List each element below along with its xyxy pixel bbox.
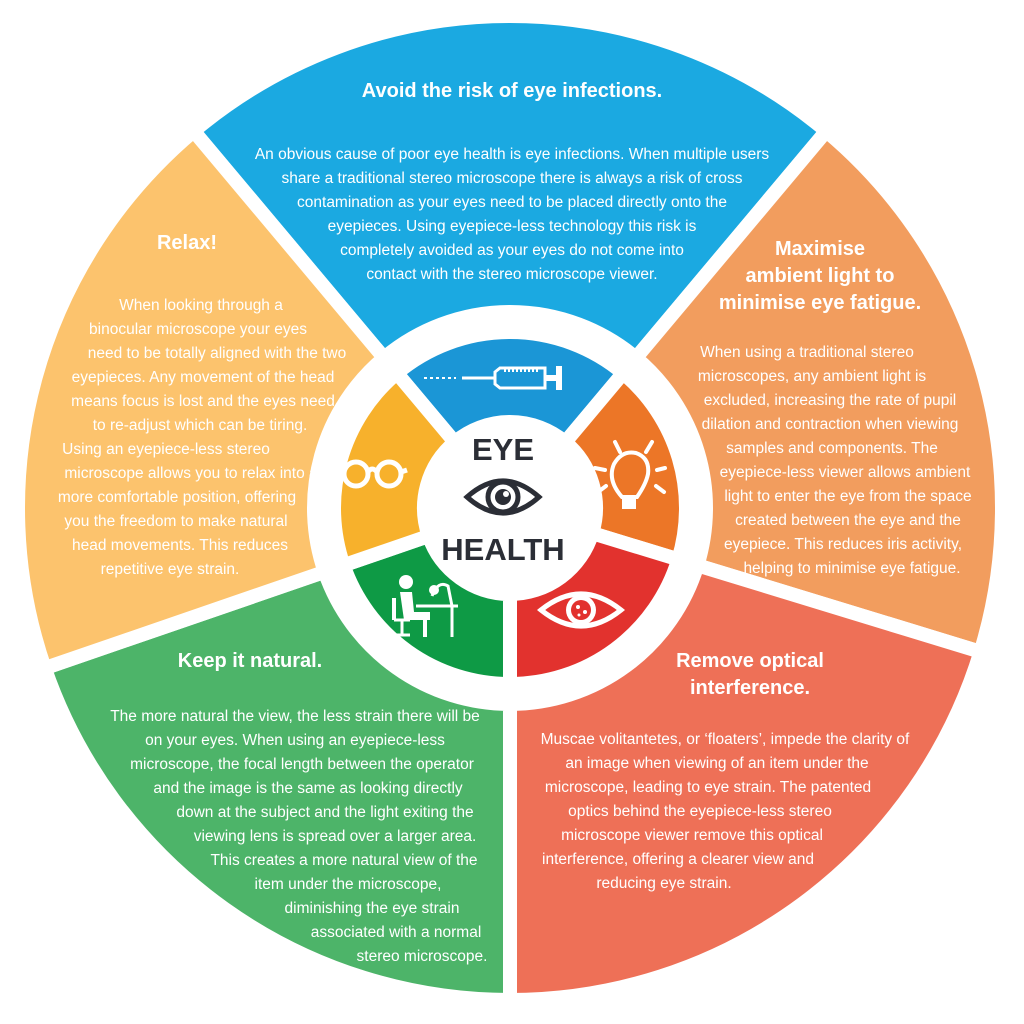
orange-segment-body-line: microscopes, any ambient light is	[697, 368, 927, 385]
red-segment-body-line: microscope, leading to eye strain. The p…	[544, 779, 872, 796]
orange-segment-body-line: helping to minimise eye fatigue.	[743, 560, 961, 577]
eye-icon	[463, 478, 543, 516]
yellow-segment-title: Relax!	[156, 232, 218, 254]
green-segment-body-line: on your eyes. When using an eyepiece-les…	[145, 732, 445, 749]
green-segment-body-line: microscope, the focal length between the…	[130, 756, 474, 773]
blue-segment-body-line: An obvious cause of poor eye health is e…	[254, 146, 770, 163]
lightbulb-icon	[593, 440, 667, 509]
person-at-microscope-icon	[392, 575, 458, 637]
orange-outer-segment	[626, 121, 1009, 661]
red-segment-body-line: microscope viewer remove this optical	[561, 827, 823, 844]
red-segment-body-line: Muscae volitantetes, or ‘floaters’, impe…	[540, 731, 910, 748]
green-segment-body-line: associated with a normal	[310, 924, 482, 941]
orange-segment-title: Maximise	[774, 238, 866, 260]
yellow-segment-body-line: When looking through a	[119, 297, 283, 314]
orange-segment-body-line: eyepiece. This reduces iris activity,	[723, 536, 963, 553]
green-segment-body-line: diminishing the eye strain	[284, 900, 460, 917]
orange-segment-title: ambient light to	[745, 265, 895, 287]
red-segment-title: interference.	[689, 677, 811, 699]
yellow-segment-body-line: you the freedom to make natural	[64, 513, 288, 530]
green-inner-segment	[334, 527, 517, 692]
blue-segment-body-line: contact with the stereo microscope viewe…	[366, 266, 658, 283]
blue-segment-body-line: share a traditional stereo microscope th…	[281, 170, 743, 187]
yellow-segment-body-line: eyepieces. Any movement of the head	[71, 369, 335, 386]
orange-segment-title: minimise eye fatigue.	[718, 292, 922, 314]
blue-outer-segment	[183, 9, 837, 368]
yellow-segment-body-line: head movements. This reduces	[72, 537, 288, 554]
yellow-segment-body-line: microscope allows you to relax into a	[64, 465, 318, 482]
yellow-segment-body-line: Using an eyepiece-less stereo	[62, 441, 270, 458]
yellow-segment-body-line: to re-adjust which can be tiring.	[92, 417, 308, 434]
green-segment-body-line: This creates a more natural view of the	[210, 852, 478, 869]
glasses-icon	[337, 459, 408, 489]
orange-segment-body-line: light to enter the eye from the space	[724, 488, 972, 505]
center-title-health: HEALTH	[441, 532, 565, 567]
red-segment-body-line: optics behind the eyepiece-less stereo	[568, 803, 832, 820]
orange-segment-body-line: created between the eye and the	[735, 512, 961, 529]
red-segment-title: Remove optical	[676, 650, 824, 672]
yellow-segment-body-line: more comfortable position, offering	[57, 489, 297, 506]
yellow-segment-body-line: repetitive eye strain.	[100, 561, 240, 578]
green-segment-body-line: down at the subject and the light exitin…	[176, 804, 474, 821]
syringe-icon	[424, 366, 562, 390]
red-segment-body-line: reducing eye strain.	[596, 875, 732, 892]
blue-segment-title: Avoid the risk of eye infections.	[361, 80, 663, 102]
red-outer-segment	[503, 556, 990, 1008]
center-title-eye: EYE	[471, 432, 535, 467]
yellow-outer-segment	[11, 121, 394, 678]
red-segment-body-line: an image when viewing of an item under t…	[565, 755, 869, 772]
yellow-segment-body-line: binocular microscope your eyes	[89, 321, 307, 338]
green-segment-body-line: The more natural the view, the less stra…	[110, 708, 480, 725]
green-segment-body-line: viewing lens is spread over a larger are…	[193, 828, 477, 845]
green-segment-body-line: stereo microscope.	[356, 948, 488, 965]
green-segment-title: Keep it natural.	[177, 650, 323, 672]
orange-segment-body-line: excluded, increasing the rate of pupil	[703, 392, 957, 409]
green-outer-segment	[35, 562, 517, 1008]
blue-segment-body-line: contamination as your eyes need to be pl…	[297, 194, 727, 211]
orange-segment-body-line: dilation and contraction when viewing	[701, 416, 959, 433]
green-segment-body-line: and the image is the same as looking dir…	[153, 780, 463, 797]
red-segment-body-line: interference, offering a clearer view an…	[542, 851, 814, 868]
orange-segment-body-line: When using a traditional stereo	[700, 344, 914, 361]
blue-segment-body-line: eyepieces. Using eyepiece-less technolog…	[327, 218, 697, 235]
yellow-segment-body-line: need to be totally aligned with the two	[87, 345, 347, 362]
eye-floaters-icon	[536, 591, 626, 629]
blue-segment-body-line: completely avoided as your eyes do not c…	[340, 242, 684, 259]
orange-segment-body-line: eyepiece-less viewer allows ambient	[719, 464, 971, 481]
yellow-inner-segment	[327, 363, 465, 575]
yellow-segment-body-line: means focus is lost and the eyes need	[71, 393, 335, 410]
green-segment-body-line: item under the microscope,	[254, 876, 442, 893]
orange-segment-body-line: samples and components. The	[726, 440, 938, 457]
